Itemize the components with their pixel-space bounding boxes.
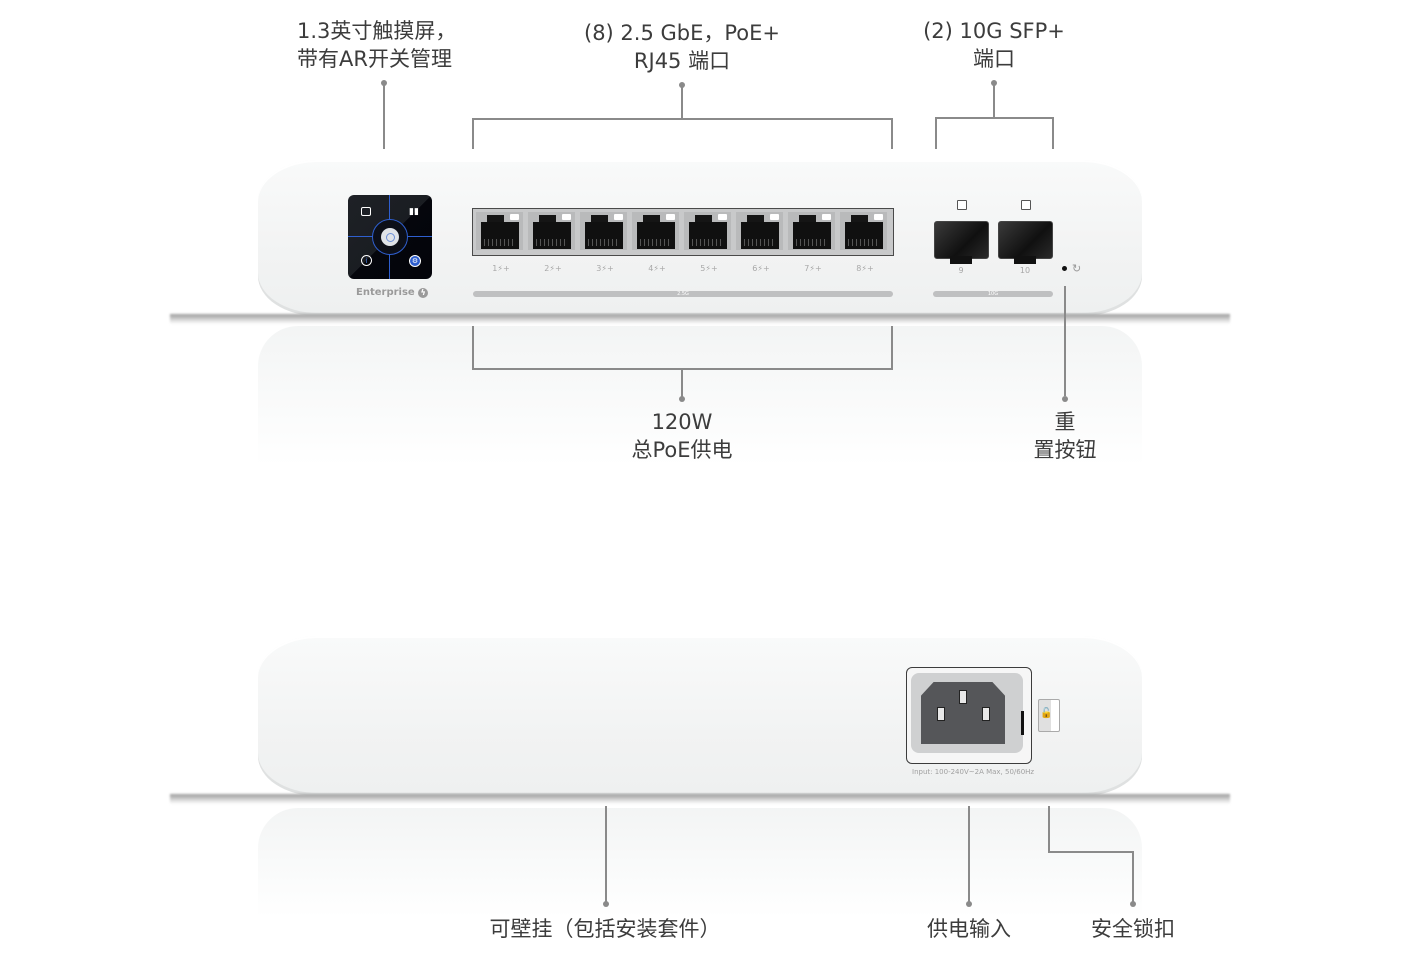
rj45-port-4[interactable] — [632, 212, 679, 250]
sfp-led-9 — [957, 200, 967, 210]
power-pin — [937, 707, 945, 721]
callout-reset-line2: 置按钮 — [1033, 438, 1097, 462]
power-pin — [959, 690, 967, 704]
brand-label: Enterprise ϟ — [356, 287, 429, 298]
port-label: 3⚡+ — [596, 264, 614, 273]
port-label: 5⚡+ — [700, 264, 718, 273]
callout-line — [993, 83, 995, 118]
port-label: 2⚡+ — [544, 264, 562, 273]
device-reflection — [258, 326, 1142, 466]
callout-line — [1048, 806, 1050, 853]
sfp-led-10 — [1021, 200, 1031, 210]
bracket-sfp — [935, 117, 1054, 119]
rj45-port-2[interactable] — [528, 212, 575, 250]
rj45-port-8[interactable] — [840, 212, 887, 250]
bracket-sfp-left — [935, 117, 937, 149]
callout-power-input: 供电输入 — [927, 917, 1011, 941]
callout-rj45-line1: (8) 2.5 GbE，PoE+ — [584, 21, 780, 45]
callout-line — [605, 806, 607, 902]
sfp-port-9[interactable] — [934, 221, 989, 264]
port-label: 4⚡+ — [648, 264, 666, 273]
callout-dot — [603, 901, 609, 907]
port-label: 7⚡+ — [804, 264, 822, 273]
bracket-poe-right — [891, 326, 893, 370]
callout-sfp-line1: (2) 10G SFP+ — [923, 19, 1065, 43]
callout-dot — [966, 901, 972, 907]
callout-poe-budget: 120W 总PoE供电 — [582, 408, 782, 464]
power-pin — [982, 707, 990, 721]
callout-sfp-line2: 端口 — [973, 47, 1015, 71]
home-button-icon[interactable] — [381, 228, 399, 246]
bracket-rj45-left — [472, 118, 474, 149]
power-rating-text: Input: 100-240V~2A Max, 50/60Hz — [912, 768, 1035, 776]
ethernet-port-icon[interactable] — [361, 207, 371, 216]
callout-line — [681, 85, 683, 119]
bar-chart-icon[interactable]: ▮▮ — [409, 207, 419, 217]
settings-icon[interactable]: ⚙ — [409, 255, 421, 267]
callout-reset-button: 重 置按钮 — [1005, 408, 1125, 464]
callout-dot — [1062, 396, 1068, 402]
bracket-rj45-right — [891, 118, 893, 149]
callout-sfp-ports: (2) 10G SFP+ 端口 — [904, 17, 1084, 73]
callout-rj45-ports: (8) 2.5 GbE，PoE+ RJ45 端口 — [572, 19, 792, 75]
callout-poe-line1: 120W — [651, 410, 713, 434]
callout-touchscreen: 1.3英寸触摸屏， 带有AR开关管理 — [297, 17, 456, 73]
reset-button[interactable] — [1062, 266, 1067, 271]
device-shadow — [170, 314, 1230, 324]
rj45-port-7[interactable] — [788, 212, 835, 250]
sfp-port-10[interactable] — [998, 221, 1053, 264]
rj45-port-5[interactable] — [684, 212, 731, 250]
callout-dot — [1130, 901, 1136, 907]
info-icon[interactable]: i — [361, 255, 372, 266]
callout-line — [681, 368, 683, 398]
callout-reset-line1: 重 — [1054, 410, 1076, 434]
rj45-port-block — [472, 208, 894, 256]
rj45-port-6[interactable] — [736, 212, 783, 250]
device-reflection — [258, 808, 1142, 918]
reset-icon: ↻ — [1072, 262, 1082, 275]
callout-line — [1048, 851, 1134, 853]
callout-line — [1064, 286, 1066, 396]
bracket-poe-left — [472, 326, 474, 370]
touchscreen[interactable]: ▮▮ i ⚙ — [348, 195, 432, 279]
port-label: 1⚡+ — [492, 264, 510, 273]
device-shadow — [170, 794, 1230, 804]
lightning-bolt-icon: ϟ — [418, 288, 429, 298]
brand-text: Enterprise — [356, 287, 415, 298]
unlock-icon: 🔓 — [1040, 708, 1053, 719]
callout-wall-mount: 可壁挂（包括安装套件） — [489, 917, 721, 941]
callout-line — [968, 806, 970, 902]
speed-bar-10g: 10G — [933, 291, 1053, 297]
rj45-port-3[interactable] — [580, 212, 627, 250]
port-label: 8⚡+ — [856, 264, 874, 273]
bracket-sfp-right — [1052, 117, 1054, 149]
callout-line — [383, 83, 385, 149]
callout-dot — [679, 396, 685, 402]
port-label: 10 — [1019, 266, 1031, 275]
power-inlet[interactable] — [906, 667, 1032, 764]
speed-bar-2.5g: 2.5G — [473, 291, 893, 297]
bracket-rj45 — [472, 118, 893, 120]
callout-poe-line2: 总PoE供电 — [631, 438, 733, 462]
callout-security-lock: 安全锁扣 — [1091, 917, 1175, 941]
callout-touchscreen-line2: 带有AR开关管理 — [297, 47, 452, 71]
callout-touchscreen-line1: 1.3英寸触摸屏， — [297, 19, 457, 43]
rj45-port-1[interactable] — [476, 212, 523, 250]
port-label: 6⚡+ — [752, 264, 770, 273]
callout-line — [1132, 851, 1134, 902]
security-lock-slot[interactable] — [1038, 699, 1060, 732]
port-label: 9 — [958, 266, 964, 275]
callout-rj45-line2: RJ45 端口 — [633, 49, 731, 73]
